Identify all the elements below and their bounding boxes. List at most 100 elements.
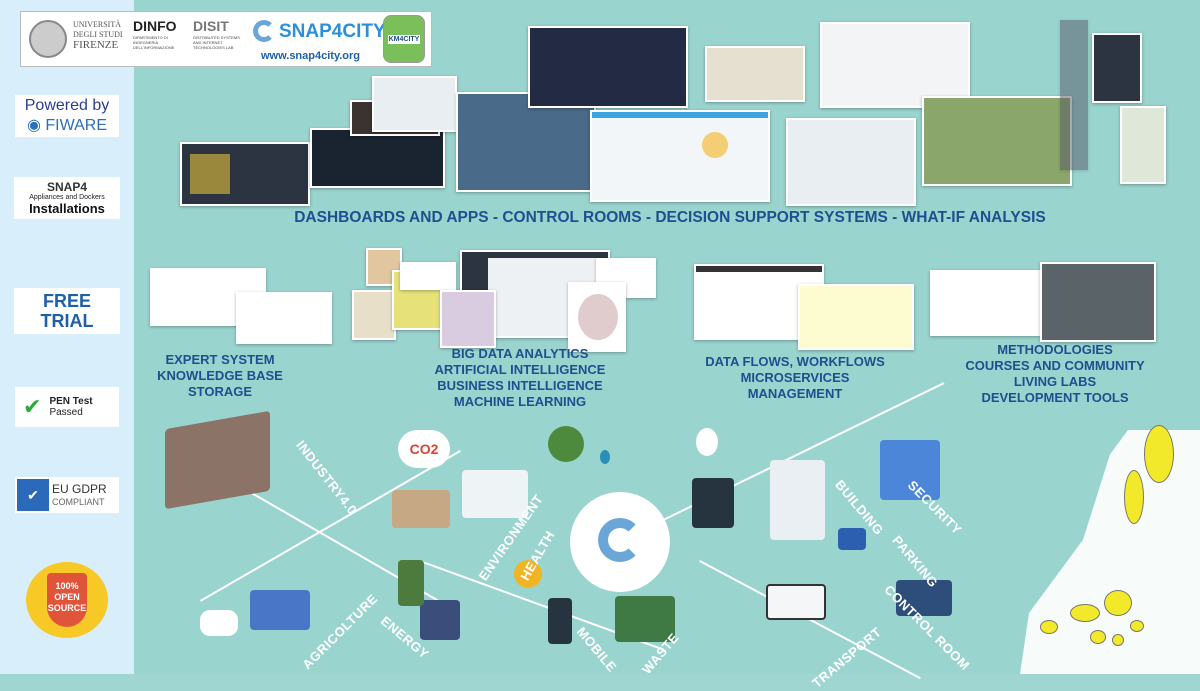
shield-icon: 100% OPEN SOURCE: [47, 573, 87, 627]
operator-photo: [456, 92, 596, 192]
open-source-badge: 100% OPEN SOURCE: [26, 562, 108, 638]
snap4-installations-badge[interactable]: SNAP4 Appliances and Dockers Installatio…: [14, 177, 120, 219]
snap4city-hand-icon: [598, 518, 642, 562]
free-trial-line: TRIAL: [40, 311, 94, 331]
analytics-dashboard-screenshot: [590, 110, 770, 202]
group-line: BUSINESS INTELLIGENCE: [437, 378, 603, 393]
gdpr-subtitle: COMPLIANT: [52, 496, 105, 507]
open-source-line: OPEN: [54, 592, 80, 602]
methodology-diagram-screenshot: [930, 270, 1040, 336]
map-region-highlight: [1124, 470, 1144, 524]
website-link[interactable]: www.snap4city.org: [261, 50, 361, 62]
map-region-highlight: [1040, 620, 1058, 634]
university-line: DEGLI STUDI: [73, 30, 123, 39]
diagram-screenshot: [372, 76, 457, 132]
group-line: EXPERT SYSTEM: [165, 352, 275, 367]
network-graph-screenshot: [440, 290, 496, 348]
electric-car-icon: [838, 528, 866, 550]
mobile-app-screenshot: [1092, 33, 1142, 103]
security-server-icon: [880, 440, 940, 500]
group-line: BIG DATA ANALYTICS: [451, 346, 589, 361]
disit-logo: DISIT: [193, 18, 229, 34]
headline: DASHBOARDS AND APPS - CONTROL ROOMS - DE…: [294, 209, 1046, 226]
tractor-icon: [250, 590, 310, 630]
truck-icon: [392, 490, 450, 528]
open-source-line: 100%: [55, 581, 79, 591]
fiware-logo: ◉ FIWARE: [27, 115, 107, 135]
free-trial-badge[interactable]: FREE TRIAL: [14, 288, 120, 334]
disit-subtitle: DISTRIBUTED SYSTEMS AND INTERNET TECHNOL…: [193, 35, 240, 50]
pen-test-title: PEN Test: [49, 396, 93, 407]
gdpr-title: EU GDPR: [52, 481, 107, 496]
timeseries-chart-screenshot: [400, 262, 456, 290]
gears-icon: [514, 560, 542, 588]
snap4city-hub-icon: [570, 492, 670, 592]
map-region-highlight: [1130, 620, 1144, 632]
water-drop-icon: [600, 450, 610, 464]
trees-icon: [548, 426, 584, 462]
fiware-text: FIWARE: [45, 117, 108, 134]
building-monitor-screenshot: [820, 22, 970, 108]
snap4-title: SNAP4: [46, 180, 87, 194]
fiware-badge[interactable]: Powered by ◉ FIWARE: [15, 95, 119, 137]
open-source-line: SOURCE: [47, 603, 87, 613]
group-line: MANAGEMENT: [747, 386, 843, 401]
group-line: ARTIFICIAL INTELLIGENCE: [434, 362, 606, 377]
fiware-top-text: Powered by: [24, 97, 110, 114]
snap4-installations: Installations: [29, 201, 105, 216]
pen-test-status: Passed: [49, 407, 83, 418]
solar-panel-icon: [420, 600, 460, 640]
map-region-highlight: [1144, 425, 1174, 483]
fiware-swirl-icon: ◉: [26, 117, 46, 134]
group-line: METHODOLOGIES: [997, 342, 1113, 357]
dinfo-logo: DINFO: [133, 18, 177, 34]
map-region-highlight: [1112, 634, 1124, 646]
knowledge-tree-screenshot: [236, 292, 332, 344]
tablet-icon: [692, 478, 734, 528]
waste-bins-icon: [615, 596, 675, 642]
university-line: FIRENZE: [73, 39, 119, 51]
partner-logo-bar: UNIVERSITÀ DEGLI STUDI FIRENZE DINFO DIP…: [20, 11, 432, 67]
control-room-photo: [310, 128, 445, 188]
snap4city-hand-icon: [253, 20, 275, 42]
workflow-screenshot: [798, 284, 914, 350]
free-trial-line: FREE: [42, 291, 91, 311]
charts-screenshot: [786, 118, 916, 206]
university-name: UNIVERSITÀ DEGLI STUDI FIRENZE: [73, 20, 123, 51]
car-icon: [200, 610, 238, 636]
map-region-highlight: [1104, 590, 1132, 616]
group-data-flows: DATA FLOWS, WORKFLOWS MICROSERVICES MANA…: [700, 354, 890, 402]
satellite-map-screenshot: [922, 96, 1072, 186]
map-region-highlight: [1090, 630, 1106, 644]
tower-photo: [1060, 20, 1088, 170]
group-line: COURSES AND COMMUNITY: [965, 358, 1145, 373]
classroom-photo: [1040, 262, 1156, 342]
co2-label: CO2: [409, 441, 439, 457]
smartphone-icon: [548, 598, 572, 644]
chord-diagram-screenshot: [568, 282, 626, 352]
km4city-label: KM4CITY: [387, 34, 421, 44]
km4city-logo: KM4CITY: [383, 15, 425, 63]
group-line: MACHINE LEARNING: [453, 394, 587, 409]
university-line: UNIVERSITÀ: [73, 20, 121, 29]
group-line: KNOWLEDGE BASE: [157, 368, 283, 383]
group-methodologies: METHODOLOGIES COURSES AND COMMUNITY LIVI…: [955, 342, 1155, 406]
group-big-data: BIG DATA ANALYTICS ARTIFICIAL INTELLIGEN…: [420, 346, 620, 410]
map-region-highlight: [1070, 604, 1100, 622]
lightbulb-icon: [696, 428, 718, 456]
snap4city-logo: SNAP4CITY: [279, 21, 386, 42]
group-expert-system: EXPERT SYSTEM KNOWLEDGE BASE STORAGE: [150, 352, 290, 400]
mobile-map-screenshot: [1120, 106, 1166, 184]
city-map-screenshot: [705, 46, 805, 102]
dashboard-screenshot: [180, 142, 310, 206]
group-line: STORAGE: [187, 384, 253, 399]
map-screenshot: [352, 290, 396, 340]
dinfo-subtitle: DIPARTIMENTO DI INGEGNERIA DELL'INFORMAZ…: [133, 35, 175, 50]
co2-cloud-icon: CO2: [398, 430, 450, 468]
buildings-icon: [770, 460, 825, 540]
eu-stars-check-icon: ✔: [17, 479, 49, 511]
group-line: DATA FLOWS, WORKFLOWS: [705, 354, 885, 369]
control-room-icon: [896, 580, 952, 616]
